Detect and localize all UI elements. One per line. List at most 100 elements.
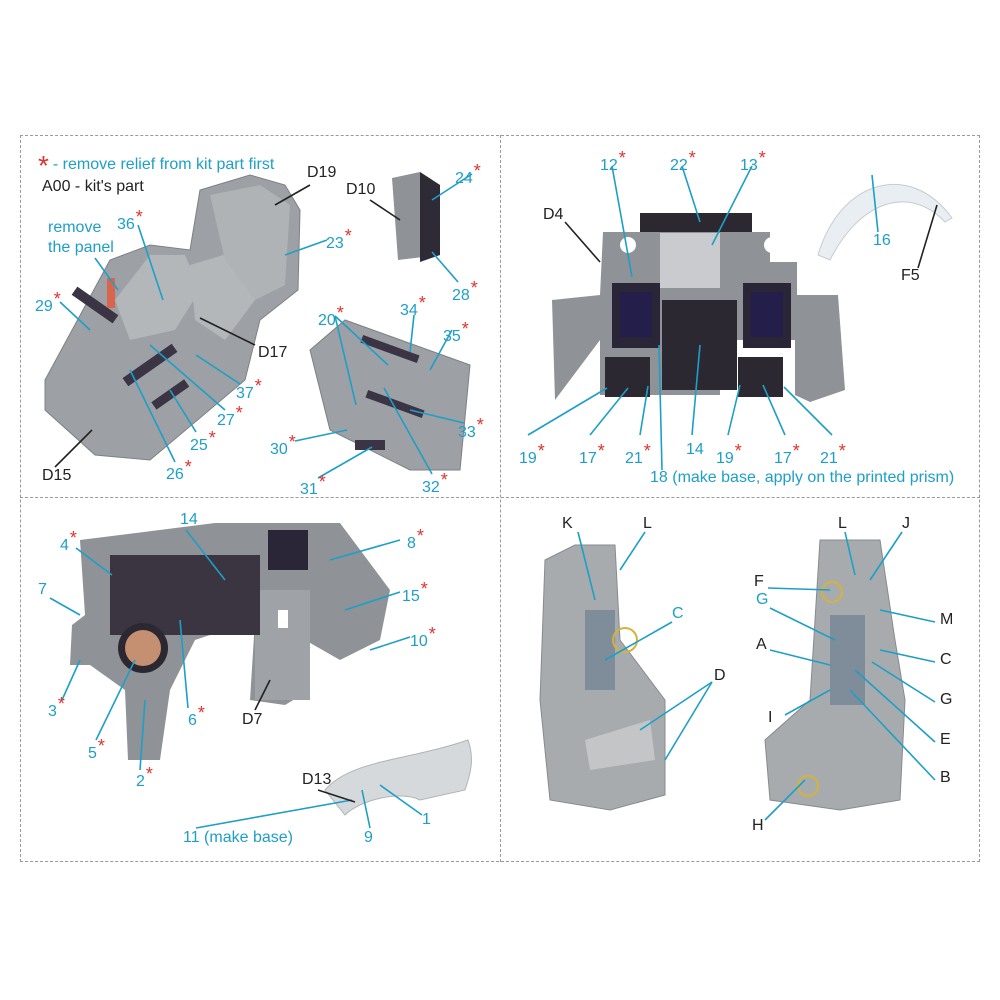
instrument-panel-d7 [70,523,390,760]
callout-q3-14: 10* [410,625,436,650]
ejection-seat-right [764,539,906,811]
callout-text: D [714,667,726,684]
callout-q4-13: E [940,732,951,748]
callout-q1-0: D19 [307,165,336,181]
callout-q2-6: 19* [519,442,545,467]
callout-text: A [756,636,767,653]
callout-text: 36 [117,216,135,233]
star-icon: * [416,526,424,546]
star-icon: * [758,148,766,168]
callout-text: 37 [236,385,254,402]
callout-q3-3: 7 [38,582,47,598]
callout-q4-3: D [714,668,726,684]
callout-text: 26 [166,466,184,483]
callout-text: 12 [600,157,618,174]
star-icon: * [288,432,296,452]
callout-text: D13 [302,771,332,788]
callout-text: 32 [422,479,440,496]
callout-text: 11 (make base) [183,829,293,846]
callout-text: 33 [458,424,476,441]
callout-q4-15: H [752,818,764,834]
star-icon: * [476,415,484,435]
hud-glass-f5 [817,183,953,261]
callout-q2-8: 21* [625,442,651,467]
star-icon: * [838,441,846,461]
callout-q2-0: 12* [600,149,626,174]
callout-q1-15: 25* [190,429,216,454]
callout-q1-4: 23* [326,227,352,252]
callout-text: 35 [443,328,461,345]
callout-q1-8: 34* [400,294,426,319]
callout-q3-11: 11 (make base) [183,830,293,846]
callout-q2-11: 17* [774,442,800,467]
remove-panel-line-1: remove [48,219,102,236]
star-icon: * [597,441,605,461]
star-icon: * [734,441,742,461]
callout-q3-1: 4* [60,529,77,554]
callout-text: 14 [686,441,704,458]
star-icon: * [470,278,478,298]
callout-text: F [754,573,764,590]
callout-text: D19 [307,164,337,181]
star-icon: * [318,472,326,492]
star-icon: * [97,736,105,756]
callout-text: 21 [820,450,838,467]
console-d10 [392,172,440,262]
legend-star: *- remove relief from kit part first [38,150,274,182]
callout-q2-3: D4 [543,207,563,223]
callout-text: D10 [346,181,376,198]
callout-q3-0: 14 [180,512,198,528]
star-icon: * [440,470,448,490]
callout-q4-8: M [940,612,953,628]
callout-q4-10: C [940,652,952,668]
callout-q3-4: 15* [402,580,428,605]
star-icon: * [336,303,344,323]
callout-q1-19: 32* [422,471,448,496]
callout-text: D7 [242,711,263,728]
callout-q2-2: 13* [740,149,766,174]
callout-q4-9: A [756,637,767,653]
callout-q2-7: 17* [579,442,605,467]
callout-q3-8: 5* [88,737,105,762]
callout-text: M [940,611,954,628]
callout-text: G [756,591,769,608]
callout-q4-2: C [672,606,684,622]
callout-text: 17 [774,450,792,467]
callout-q4-12: I [768,710,772,726]
star-icon: * [461,319,469,339]
callout-text: 30 [270,441,288,458]
callout-q4-1: L [643,516,652,532]
callout-text: L [643,515,652,532]
callout-q1-3: 36* [117,208,143,233]
callout-text: 6 [188,712,197,729]
callout-text: 16 [873,232,891,249]
star-icon: * [254,376,262,396]
instrument-panel-d4 [552,213,845,402]
callout-text: 19 [519,450,537,467]
callout-q4-7: G [756,592,768,608]
callout-q3-12: 9 [364,830,373,846]
callout-text: 21 [625,450,643,467]
star-icon: * [197,703,205,723]
cockpit-tub-d15 [44,174,301,461]
star-icon: * [473,161,481,181]
callout-text: L [838,515,847,532]
callout-text: D17 [258,344,288,361]
callout-text: 5 [88,745,97,762]
callout-text: 13 [740,157,758,174]
star-icon: * [208,428,216,448]
legend-text: - remove relief from kit part first [52,156,275,173]
callout-q4-6: J [902,516,910,532]
star-icon: * [69,528,77,548]
callout-text: 4 [60,537,69,554]
star-icon: * [57,694,65,714]
callout-q3-7: D7 [242,712,262,728]
callout-text: G [940,691,953,708]
callout-text: K [562,515,573,532]
callout-text: D4 [543,206,564,223]
callout-q3-2: 8* [407,527,424,552]
callout-text: 29 [35,298,53,315]
callout-q3-9: 2* [136,765,153,790]
callout-text: 14 [180,511,198,528]
